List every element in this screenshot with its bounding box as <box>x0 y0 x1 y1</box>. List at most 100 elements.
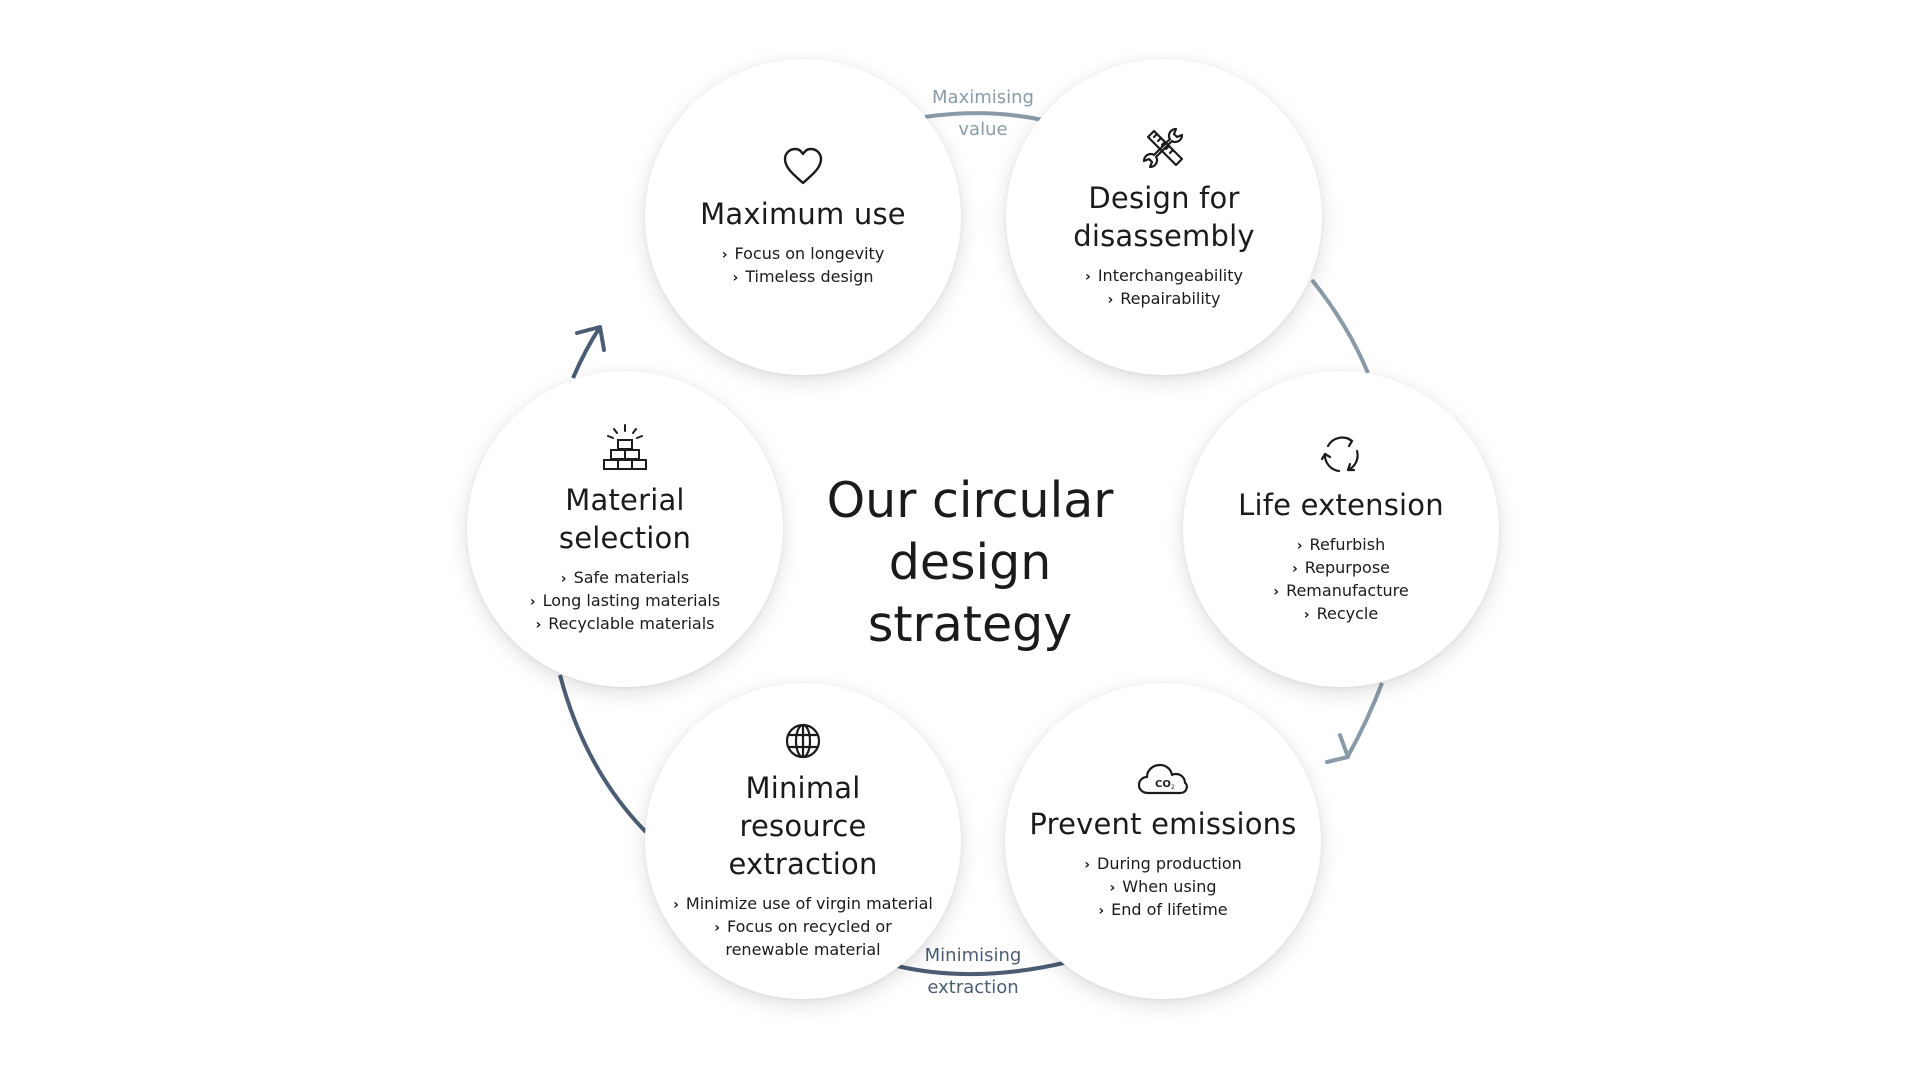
node-life-extension: Life extension ›Refurbish ›Repurpose ›Re… <box>1183 371 1499 687</box>
node-prevent-emissions: CO 2 Prevent emissions › During productio… <box>1005 683 1321 999</box>
arc-top <box>924 111 1044 122</box>
node-title: Prevent emissions <box>1029 805 1296 843</box>
bullet-text: When using <box>1122 876 1217 896</box>
node-bullet-list: › Focus on longevity › Timeless design <box>722 243 885 289</box>
chevron-right-icon: › <box>1273 584 1280 600</box>
chevron-right-icon: › <box>1109 879 1116 896</box>
node-title-line: Material <box>565 482 685 517</box>
node-title-line: selection <box>558 520 692 555</box>
arrow-head-right <box>1325 733 1350 764</box>
bullet-item: › Recyclable materials <box>530 613 720 636</box>
bullet-text-continued: renewable material <box>725 940 881 959</box>
node-bullet-list: ›Refurbish ›Repurpose ›Remanufacture ›Re… <box>1273 534 1408 626</box>
bullet-text: Minimize use of virgin material <box>685 894 933 913</box>
chevron-right-icon: › <box>535 616 542 633</box>
bullet-text: During production <box>1097 853 1242 873</box>
center-title-line2: design strategy <box>867 534 1073 653</box>
chevron-right-icon: › <box>1085 269 1091 285</box>
arc-right-lower <box>1346 682 1384 757</box>
bullet-item: › Refurbish <box>1273 534 1408 557</box>
recycle-arrows-icon <box>1320 436 1359 473</box>
node-title-line: Maximum use <box>700 197 906 231</box>
arc-label-top-line1: Maximising <box>932 87 1034 108</box>
bullet-text: Recycle <box>1316 604 1379 623</box>
bullet-item: › Timeless design <box>722 266 885 289</box>
arc-label-top: Maximising value <box>913 82 1053 146</box>
chevron-right-icon: › <box>732 270 739 286</box>
center-title: Our circular design strategy <box>780 470 1160 656</box>
bullet-item: › During production <box>1084 853 1242 876</box>
bullet-text: Focus on recycled or <box>726 917 892 936</box>
co2-cloud-icon: CO 2 <box>1137 763 1188 794</box>
node-minimal-resource-extraction: Minimal resource extraction ›Minimize us… <box>645 683 961 999</box>
chevron-right-icon: › <box>1303 607 1310 623</box>
node-title: Life extension <box>1238 486 1444 524</box>
bullet-item: › Repairability <box>1085 288 1243 311</box>
bullet-text: Long lasting materials <box>542 590 721 610</box>
bullet-text: End of lifetime <box>1111 899 1228 919</box>
chevron-right-icon: › <box>1084 856 1090 873</box>
bullet-item: › Recycle <box>1273 603 1408 626</box>
chevron-right-icon: › <box>1107 292 1114 308</box>
chevron-right-icon: › <box>1296 538 1303 554</box>
node-bullet-list: ›Safe materials ›Long lasting materials … <box>530 567 720 636</box>
node-title-line: resource extraction <box>728 809 878 881</box>
arc-right-upper <box>1310 278 1370 374</box>
tools-icon <box>1142 127 1184 169</box>
globe-icon <box>785 723 821 759</box>
chevron-right-icon: › <box>560 570 567 587</box>
bullet-item: › Interchangeability <box>1085 265 1243 288</box>
bullet-item: ›Minimize use of virgin material <box>673 893 933 916</box>
chevron-right-icon: › <box>1291 561 1298 577</box>
node-bullet-list: › Interchangeability › Repairability <box>1085 265 1243 311</box>
node-bullet-list: ›Minimize use of virgin material › Focus … <box>673 893 933 961</box>
node-bullet-list: › During production › When using › End of l… <box>1084 853 1242 922</box>
node-maximum-use: Maximum use › Focus on longevity › Timeles… <box>645 59 961 375</box>
bullet-item: › When using <box>1084 876 1242 899</box>
chevron-right-icon: › <box>1098 902 1105 919</box>
arc-left-upper <box>571 325 602 379</box>
bullet-text: Recyclable materials <box>548 613 715 633</box>
bricks-icon <box>603 423 647 470</box>
node-material-selection: Material selection ›Safe materials ›Long… <box>467 371 783 687</box>
bullet-item: › Repurpose <box>1273 557 1408 580</box>
bullet-text: Focus on longevity <box>734 244 885 263</box>
chevron-right-icon: › <box>529 593 536 610</box>
node-title: Minimal resource extraction <box>665 769 941 883</box>
arc-bottom <box>896 960 1069 977</box>
bullet-text: Repairability <box>1120 289 1221 308</box>
node-title: Design for disassembly <box>1073 179 1254 255</box>
arc-label-bottom-line2: extraction <box>927 977 1019 998</box>
node-title-line: disassembly <box>1073 219 1255 253</box>
arrow-head-left <box>575 325 606 352</box>
node-title-line: Life extension <box>1238 488 1444 522</box>
bullet-text: Remanufacture <box>1286 581 1409 600</box>
node-title-line: Prevent emissions <box>1029 806 1297 841</box>
bullet-item: › Remanufacture <box>1273 580 1408 603</box>
bullet-text: Repurpose <box>1304 558 1390 577</box>
arc-label-bottom-line1: Minimising <box>924 945 1022 966</box>
svg-text:CO: CO <box>1155 779 1171 790</box>
bullet-text: Safe materials <box>573 567 690 587</box>
node-design-for-disassembly: Design for disassembly › Interchangeabili… <box>1006 59 1322 375</box>
chevron-right-icon: › <box>714 920 720 936</box>
bullet-item: › Safe materials <box>530 567 720 590</box>
bullet-item: › Focus on longevity <box>722 243 885 266</box>
arc-left-lower <box>558 674 648 834</box>
bullet-text: Interchangeability <box>1097 266 1243 285</box>
bullet-item: › Focus on recycled or renewable material <box>673 916 933 961</box>
arc-label-bottom: Minimising extraction <box>903 940 1043 1004</box>
node-title: Maximum use <box>700 195 906 233</box>
node-title-line: Design for <box>1088 181 1240 215</box>
bullet-text: Refurbish <box>1309 535 1386 554</box>
bullet-item: › End of lifetime <box>1084 899 1242 922</box>
chevron-right-icon: › <box>721 247 728 263</box>
bullet-item: › Long lasting materials <box>530 590 720 613</box>
center-title-line1: Our circular <box>826 472 1114 529</box>
arc-label-top-line2: value <box>958 119 1008 140</box>
heart-icon <box>783 147 823 185</box>
svg-text:2: 2 <box>1171 784 1175 791</box>
bullet-text: Timeless design <box>745 267 874 286</box>
